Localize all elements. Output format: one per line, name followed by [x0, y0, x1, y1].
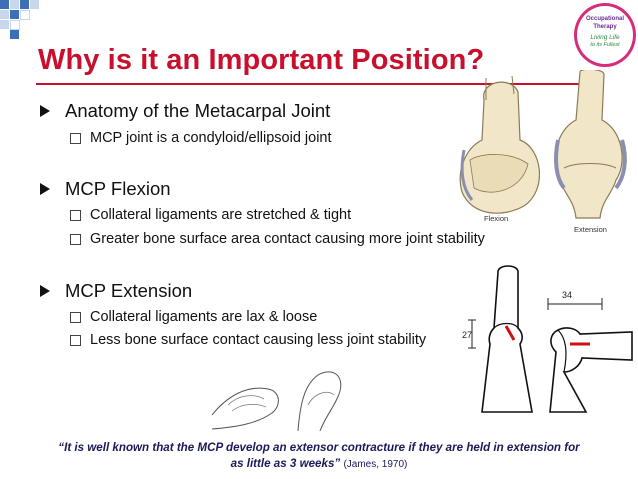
quote-open-mark: “	[58, 441, 65, 454]
finger-sketch-illustration: 27 34	[462, 265, 633, 413]
logo-text-line: Therapy	[593, 24, 617, 30]
sub-bullet-text: Less bone surface contact causing less j…	[90, 332, 427, 348]
sub-bullet-text: Greater bone surface area contact causin…	[90, 231, 485, 247]
bullet-heading: MCP Flexion	[65, 178, 171, 199]
mcp-joint-illustration	[459, 70, 627, 219]
logo-text-line: Living Life	[590, 34, 620, 41]
hand-anatomy-sketch	[211, 371, 342, 432]
bullet-heading: Anatomy of the Metacarpal Joint	[65, 100, 331, 121]
bullet-arrow-icon	[40, 285, 50, 297]
quote-block: “It is well known that the MCP develop a…	[0, 440, 638, 473]
extension-caption: Extension	[574, 225, 607, 234]
title-underline	[36, 83, 584, 85]
quote-citation: (James, 1970)	[343, 459, 408, 470]
checkbox-bullet-icon	[70, 210, 81, 221]
bullet-arrow-icon	[40, 183, 50, 195]
checkbox-bullet-icon	[70, 312, 81, 323]
quote-text: It is well known that the MCP develop an…	[64, 441, 580, 470]
sub-bullet-text: Collateral ligaments are lax & loose	[90, 309, 318, 325]
bullet-heading: MCP Extension	[65, 280, 193, 301]
sub-bullet-text: MCP joint is a condyloid/ellipsoid joint	[90, 130, 332, 146]
checkbox-bullet-icon	[70, 133, 81, 144]
organization-logo: Occupational Therapy Living Life to its …	[574, 3, 636, 67]
svg-text:27: 27	[462, 330, 472, 340]
slide-title: Why is it an Important Position?	[38, 44, 485, 76]
quote-close-mark: ”	[334, 457, 341, 470]
bullet-arrow-icon	[40, 105, 50, 117]
logo-text-line: to its Fullest	[590, 42, 620, 48]
checkbox-bullet-icon	[70, 234, 81, 245]
checkbox-bullet-icon	[70, 335, 81, 346]
logo-text-line: Occupational	[585, 16, 624, 22]
sub-bullet-text: Collateral ligaments are stretched & tig…	[90, 207, 352, 223]
flexion-caption: Flexion	[484, 214, 509, 223]
svg-text:34: 34	[562, 290, 572, 300]
